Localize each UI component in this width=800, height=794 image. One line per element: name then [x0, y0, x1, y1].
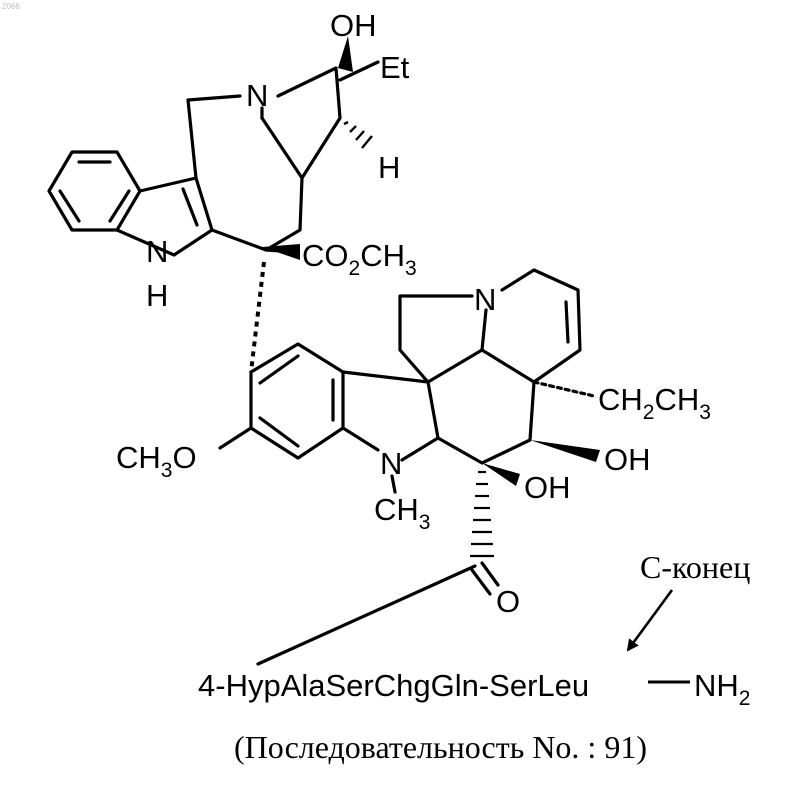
atom-oh-right: OH	[604, 442, 651, 477]
atom-oh-top: OH	[330, 8, 377, 43]
vbenzene-double-3	[260, 418, 298, 446]
vindoline-benzene-ring	[251, 344, 343, 458]
atom-n-methyl-ch3: CH3	[374, 492, 430, 534]
c-terminus-label: С-конец	[640, 549, 750, 585]
atom-h-right: H	[378, 150, 400, 185]
methoxy-bond	[220, 428, 251, 448]
atom-ethyl-group: CH2CH3	[598, 382, 711, 424]
pyrrolidine-ring	[400, 296, 472, 382]
atom-oh-mid: OH	[524, 470, 571, 505]
atom-indole-n: N	[146, 234, 168, 269]
c-terminus-arrow	[628, 590, 672, 650]
carbonyl-hash-bond	[470, 472, 494, 556]
hydrogen-hash-bond	[344, 122, 372, 148]
cyclohexane-ring	[428, 350, 534, 463]
sequence-caption: (Последовательность No. : 91)	[234, 729, 647, 765]
atom-ester-co: CO2CH3	[302, 238, 417, 280]
pyrrole-double-bond	[183, 189, 197, 225]
vbenzene-double-1	[260, 356, 298, 383]
atom-ethyl: Et	[380, 50, 410, 85]
peptide-link-bond	[258, 566, 475, 664]
bonds-upper-unit	[49, 62, 378, 255]
alkene-double-bond	[566, 302, 568, 342]
atom-methoxy: CH3O	[116, 440, 197, 482]
peptide-sequence: 4-HypAlaSerChgGln-SerLeu	[198, 668, 589, 703]
atom-carbonyl-o: O	[496, 584, 520, 619]
oh-wedge-bond-mid	[482, 463, 520, 486]
atom-indole-h: H	[146, 278, 168, 313]
indoline-ring-bottom	[343, 428, 378, 450]
stereo-bonds-upper	[262, 36, 372, 260]
atom-n-top: N	[246, 78, 268, 113]
carbonyl-double-bond-b	[472, 570, 490, 594]
n-to-ring-bond	[262, 118, 302, 178]
bridge-ring-left	[188, 96, 240, 178]
amide-terminus: NH2	[694, 668, 750, 710]
dashed-linking-bond	[251, 262, 264, 372]
bonds-lower-unit	[220, 270, 594, 664]
indole-benzene-ring	[49, 152, 140, 230]
oh-wedge-bond-right	[530, 440, 600, 462]
watermark: 2066	[2, 2, 20, 11]
carbonyl-double-bond-a	[482, 563, 498, 585]
atom-n-vindoline: N	[474, 282, 496, 317]
atom-n-methyl-n: N	[380, 446, 402, 481]
ethyl-hash-bond	[534, 382, 594, 396]
ester-wedge-bond	[262, 244, 300, 260]
